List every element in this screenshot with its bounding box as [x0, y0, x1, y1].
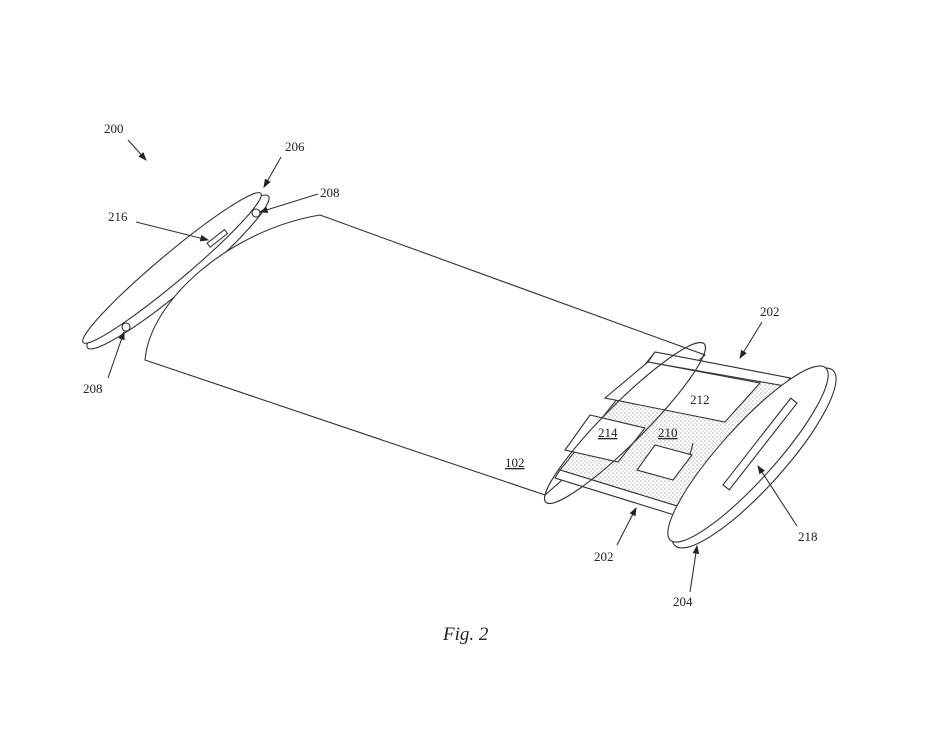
label-206: 206 [285, 139, 305, 154]
label-102: 102 [505, 455, 525, 470]
label-218: 218 [798, 529, 818, 544]
board-210 [636, 444, 693, 481]
label-202-top: 202 [760, 304, 780, 319]
figure-caption: Fig. 2 [442, 624, 489, 645]
label-214: 214 [598, 425, 618, 440]
left-end-cap [82, 192, 270, 350]
tube-body [144, 214, 707, 496]
battery-212 [603, 361, 762, 423]
label-208-top: 208 [320, 185, 340, 200]
label-210: 210 [658, 425, 678, 440]
label-208-bottom: 208 [83, 381, 103, 396]
hole-top [251, 208, 261, 218]
internal-assembly [544, 342, 791, 519]
label-202-bottom: 202 [594, 549, 614, 564]
right-slot [722, 397, 798, 491]
left-slot [206, 228, 229, 248]
label-200: 200 [104, 121, 124, 136]
label-212: 212 [690, 392, 710, 407]
leader-lines [107, 139, 798, 593]
label-216: 216 [108, 209, 128, 224]
label-204: 204 [673, 594, 693, 609]
right-end-cap [667, 365, 837, 549]
hole-bottom [121, 322, 131, 332]
